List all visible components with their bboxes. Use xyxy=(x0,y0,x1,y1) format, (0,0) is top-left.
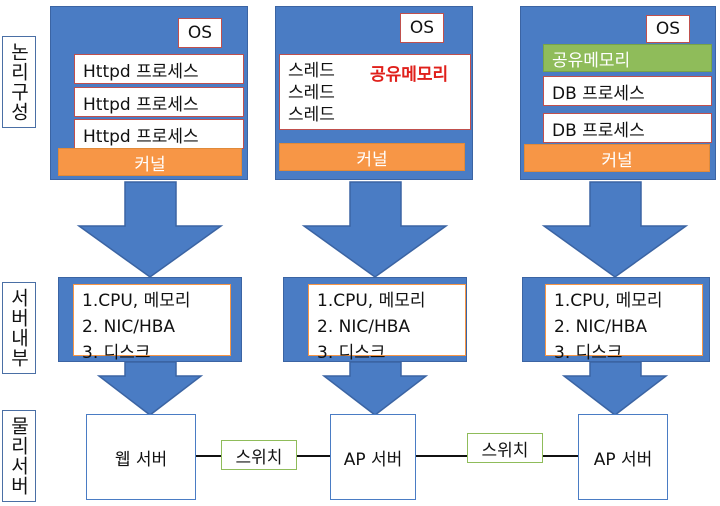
arrow-down-icon xyxy=(96,361,204,416)
arrow-down-icon xyxy=(561,361,669,416)
server-internal-label: 서버내부 xyxy=(2,282,36,374)
hardware-spec-box: 1.CPU, 메모리 2. NIC/HBA 3. 디스크 xyxy=(308,284,466,363)
hw-disk-line: 3. 디스크 xyxy=(317,343,386,363)
thread-list: 스레드 스레드 스레드 xyxy=(288,60,335,126)
hw-cpu-line: 1.CPU, 메모리 xyxy=(554,291,663,311)
db-process-box: DB 프로세스 xyxy=(543,76,712,106)
httpd-process-box: Httpd 프로세스 xyxy=(74,54,244,84)
network-switch: 스위치 xyxy=(467,433,543,463)
hw-nic-line: 2. NIC/HBA xyxy=(82,317,176,337)
kernel-bar: 커널 xyxy=(58,148,242,176)
web-server-box: 웹 서버 xyxy=(86,414,196,500)
hardware-spec-box: 1.CPU, 메모리 2. NIC/HBA 3. 디스크 xyxy=(545,284,703,363)
httpd-process-box: Httpd 프로세스 xyxy=(74,119,244,149)
shared-memory-box: 공유메모리 xyxy=(543,44,712,72)
hw-nic-line: 2. NIC/HBA xyxy=(317,317,411,337)
db-process-box: DB 프로세스 xyxy=(543,113,712,143)
db-server-box: AP 서버 xyxy=(578,414,668,500)
hw-nic-line: 2. NIC/HBA xyxy=(554,317,648,337)
shared-memory-label: 공유메모리 xyxy=(370,65,449,85)
os-label: OS xyxy=(178,18,222,48)
hw-cpu-line: 1.CPU, 메모리 xyxy=(317,291,426,311)
os-label: OS xyxy=(646,15,690,43)
kernel-bar: 커널 xyxy=(279,143,465,171)
physical-server-label: 물리서버 xyxy=(2,410,36,502)
arrow-down-icon xyxy=(76,181,224,278)
thread-label: 스레드 xyxy=(288,83,335,103)
hw-disk-line: 3. 디스크 xyxy=(82,343,151,363)
thread-label: 스레드 xyxy=(288,61,335,81)
httpd-process-box: Httpd 프로세스 xyxy=(74,87,244,117)
arrow-down-icon xyxy=(301,181,449,278)
hw-disk-line: 3. 디스크 xyxy=(554,343,623,363)
hardware-spec-box: 1.CPU, 메모리 2. NIC/HBA 3. 디스크 xyxy=(73,284,231,363)
thread-area xyxy=(279,54,471,130)
kernel-bar: 커널 xyxy=(524,144,710,172)
hw-cpu-line: 1.CPU, 메모리 xyxy=(82,291,191,311)
os-label: OS xyxy=(400,13,444,43)
network-switch: 스위치 xyxy=(221,440,297,470)
arrow-down-icon xyxy=(541,181,689,278)
arrow-down-icon xyxy=(321,361,429,416)
ap-server-box: AP 서버 xyxy=(330,414,416,500)
logical-config-label: 논리구성 xyxy=(2,36,36,128)
thread-label: 스레드 xyxy=(288,105,335,125)
